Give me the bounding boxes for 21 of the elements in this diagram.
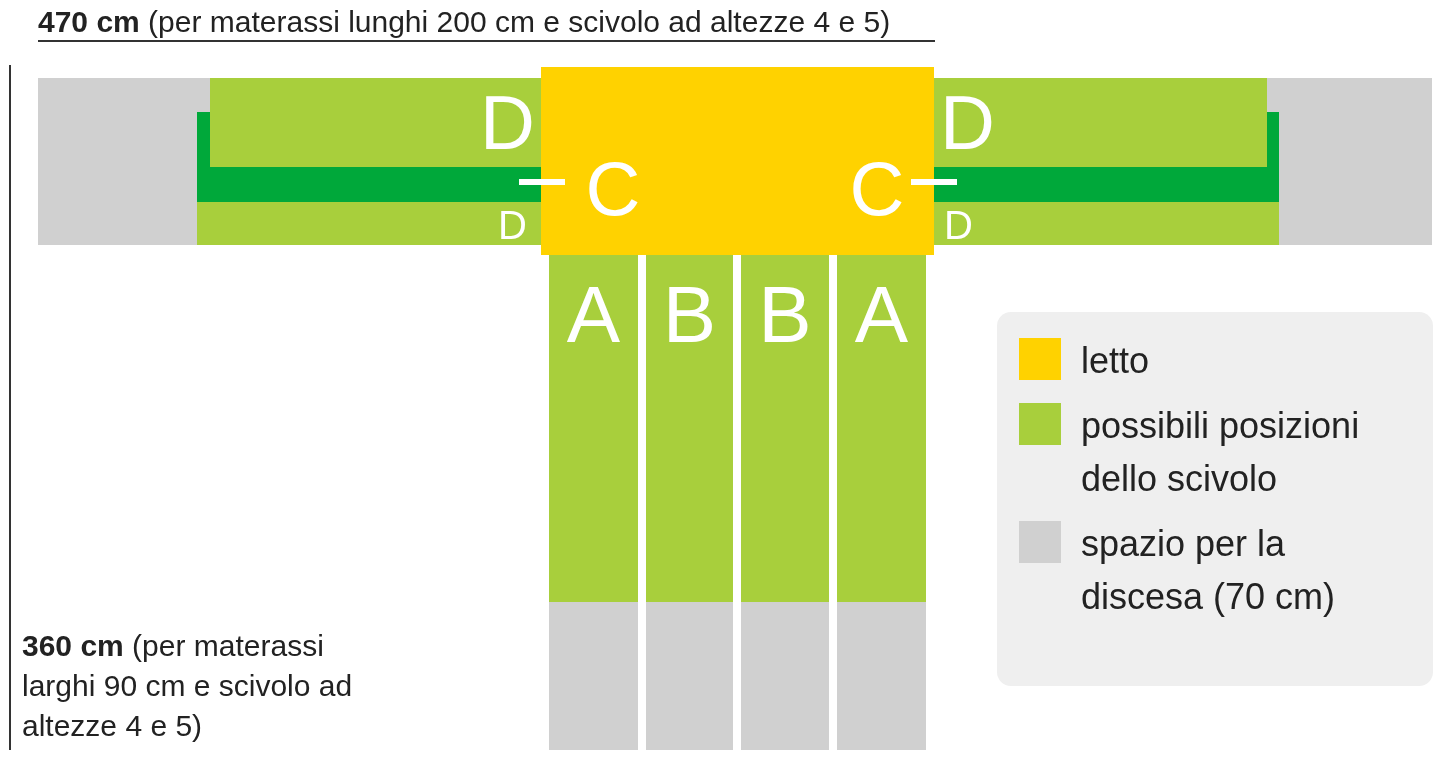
slide-zone: D <box>197 202 541 245</box>
bed-area <box>541 67 934 255</box>
slide-zone: D <box>934 78 1267 167</box>
dimension-label: 470 cm (per materassi lunghi 200 cm e scivolo ad altezze 4 e 5) <box>38 5 891 38</box>
slide-zone: B <box>646 255 733 602</box>
descent-space <box>741 602 829 750</box>
legend-text: spazio per la discesa (70 cm) <box>1081 522 1337 619</box>
slide-zone: A <box>837 255 926 602</box>
dimension-label: 360 cm (per materassi larghi 90 cm e scivolo ad altezze 4 e 5) <box>22 629 353 742</box>
slide-zone: D <box>210 78 541 167</box>
descent-space <box>549 602 638 750</box>
legend-text: letto <box>1081 339 1151 383</box>
slide-zone: B <box>741 255 829 602</box>
slide-zone: A <box>549 255 638 602</box>
descent-space <box>1279 78 1432 245</box>
slide-position-letter: C <box>837 149 917 229</box>
slide-position-letter: C <box>573 149 653 229</box>
descent-space <box>38 78 197 245</box>
descent-space <box>837 602 926 750</box>
slide-zone: D <box>934 202 1279 245</box>
descent-space <box>646 602 733 750</box>
